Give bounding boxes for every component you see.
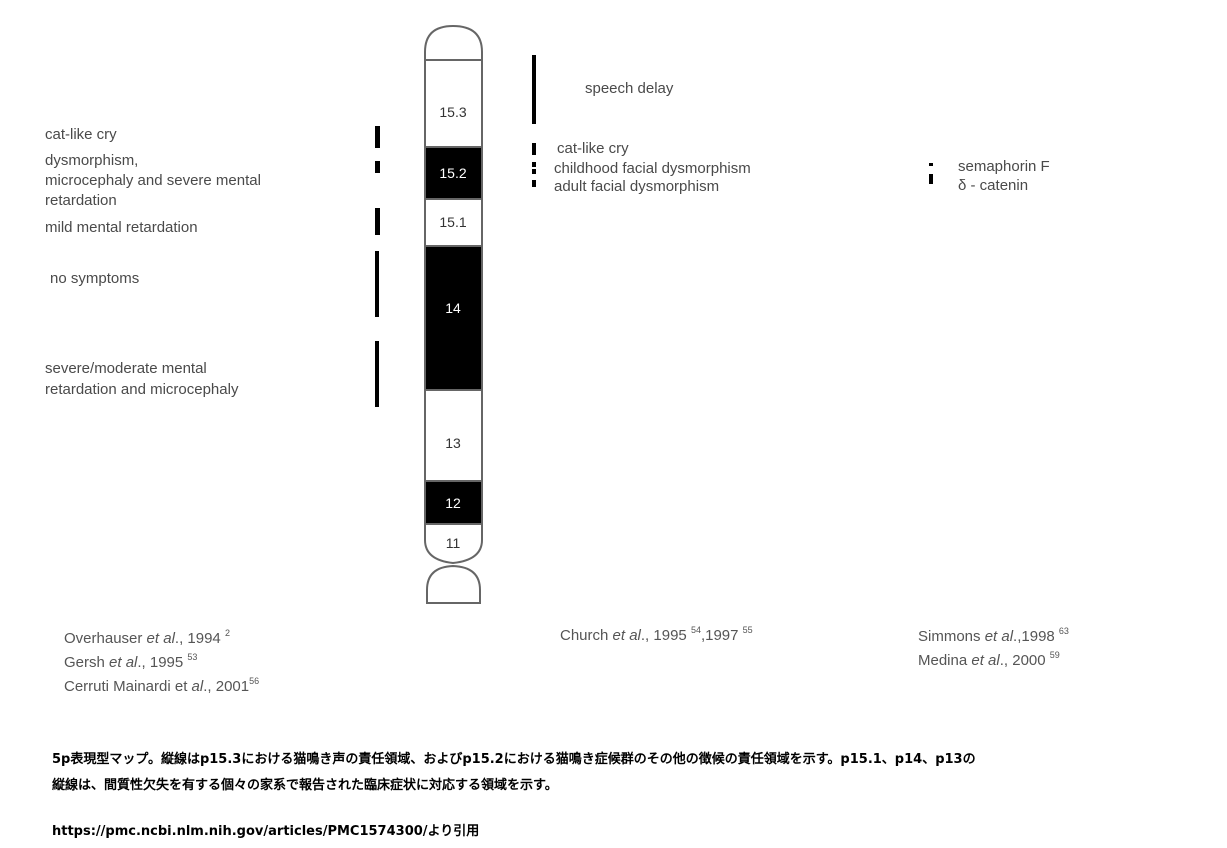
region-bar bbox=[375, 126, 380, 148]
phenotype-label: childhood facial dysmorphism bbox=[554, 160, 751, 177]
phenotype-label: speech delay bbox=[585, 80, 674, 97]
caption-line-2: 縦線は、間質性欠失を有する個々の家系で報告された臨床症状に対応する領域を示す。 bbox=[52, 778, 558, 793]
band-14 bbox=[424, 245, 483, 391]
region-bar bbox=[532, 55, 536, 124]
phenotype-label: dysmorphism, bbox=[45, 152, 138, 169]
band-label: 13 bbox=[445, 435, 461, 451]
region-bar bbox=[532, 143, 536, 155]
region-bar bbox=[375, 161, 380, 173]
reference: Simmons et al.,1998 63 bbox=[918, 626, 1069, 645]
reference: Cerruti Mainardi et al., 200156 bbox=[64, 676, 259, 695]
gene-label: δ - catenin bbox=[958, 177, 1028, 194]
chromosome-5p bbox=[424, 24, 483, 604]
band-15-1 bbox=[424, 198, 483, 247]
region-bar bbox=[532, 180, 536, 187]
gene-bar bbox=[929, 174, 933, 184]
phenotype-label: cat-like cry bbox=[557, 140, 629, 157]
band-11 bbox=[424, 523, 483, 565]
region-bar bbox=[375, 341, 379, 407]
centromere-q-arm bbox=[426, 564, 481, 604]
band-label: 14 bbox=[445, 300, 461, 316]
right-region-bars bbox=[532, 55, 933, 187]
band-label: 12 bbox=[445, 495, 461, 511]
phenotype-label: microcephaly and severe mental bbox=[45, 172, 261, 189]
phenotype-label: no symptoms bbox=[50, 270, 139, 287]
band-15-3 bbox=[424, 59, 483, 148]
region-bar bbox=[375, 251, 379, 317]
gene-label: semaphorin F bbox=[958, 158, 1050, 175]
phenotype-label: retardation bbox=[45, 192, 117, 209]
band-label: 15.3 bbox=[439, 104, 466, 120]
phenotype-label: retardation and microcephaly bbox=[45, 381, 239, 398]
caption-line-1: 5p表現型マップ。縦線はp15.3における猫鳴き声の責任領域、およびp15.2に… bbox=[52, 752, 976, 767]
reference: Gersh et al., 1995 53 bbox=[64, 652, 197, 671]
reference: Overhauser et al., 1994 2 bbox=[64, 628, 230, 647]
phenotype-label: cat-like cry bbox=[45, 126, 117, 143]
phenotype-label: mild mental retardation bbox=[45, 219, 198, 236]
region-bar bbox=[532, 169, 536, 174]
region-bar bbox=[532, 162, 536, 167]
left-region-bars bbox=[375, 126, 380, 407]
phenotype-label: severe/moderate mental bbox=[45, 360, 207, 377]
telomere-cap bbox=[424, 24, 483, 61]
reference: Medina et al., 2000 59 bbox=[918, 650, 1060, 669]
gene-bar bbox=[929, 163, 933, 166]
phenotype-label: adult facial dysmorphism bbox=[554, 178, 719, 195]
reference: Church et al., 1995 54,1997 55 bbox=[560, 625, 753, 644]
band-label: 15.1 bbox=[439, 214, 466, 230]
region-bar bbox=[375, 208, 380, 235]
band-label: 11 bbox=[446, 535, 461, 551]
band-12 bbox=[424, 480, 483, 525]
band-label: 15.2 bbox=[439, 165, 466, 181]
source-link[interactable]: https://pmc.ncbi.nlm.nih.gov/articles/PM… bbox=[52, 824, 480, 839]
